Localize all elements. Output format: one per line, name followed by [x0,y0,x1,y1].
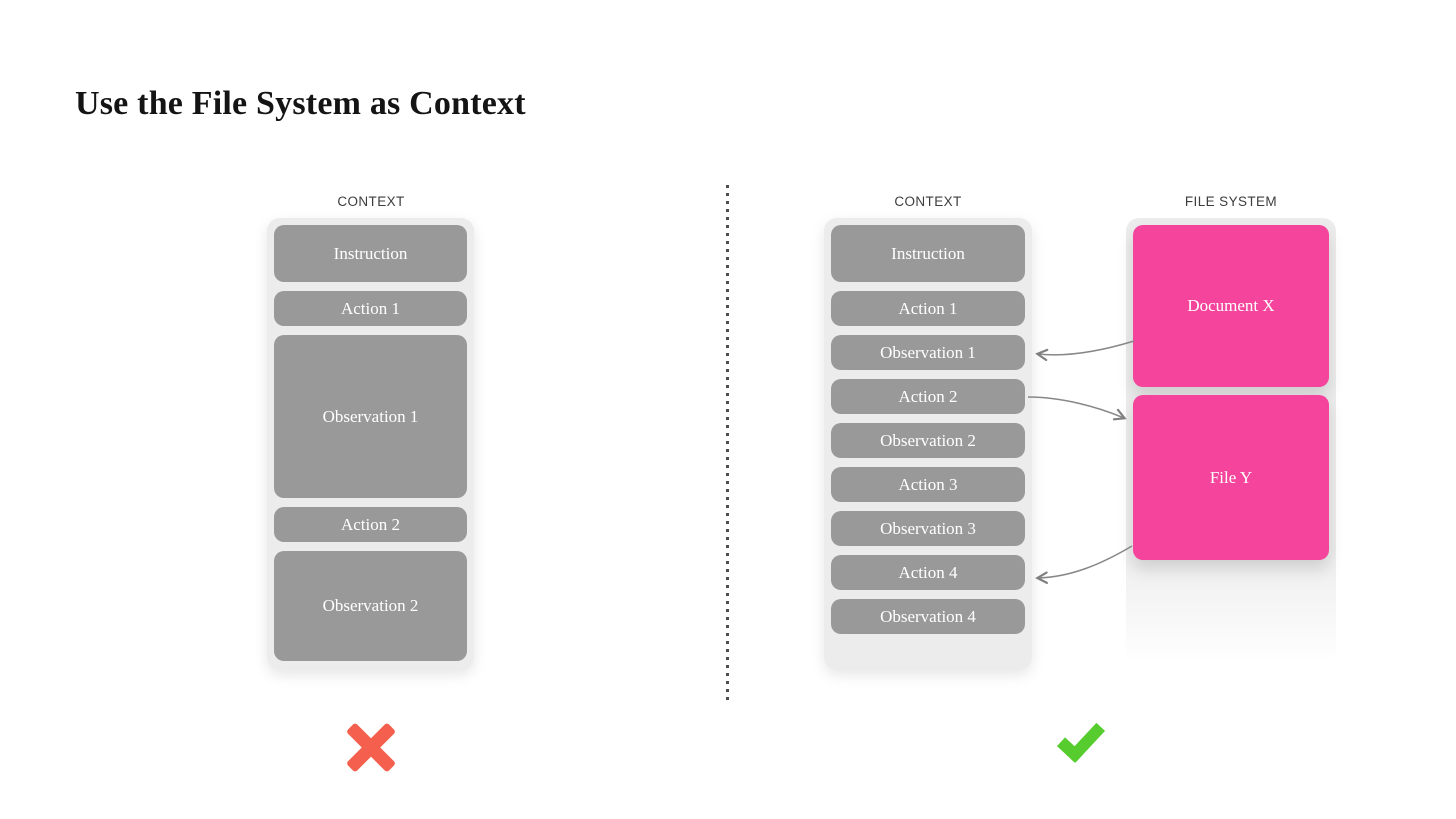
context-box-observation-1: Observation 1 [831,335,1025,370]
context-box-observation-2: Observation 2 [274,551,467,661]
left-context-label: CONTEXT [337,194,405,209]
right-context-panel: Instruction Action 1 Observation 1 Actio… [824,218,1032,670]
context-box-instruction: Instruction [831,225,1025,282]
x-icon [345,721,397,773]
file-system-panel: Document X File Y [1126,218,1336,663]
check-icon [1052,713,1112,770]
left-context-panel: Instruction Action 1 Observation 1 Actio… [267,218,474,670]
check-icon-tick [1056,713,1106,764]
context-box-action-2: Action 2 [831,379,1025,414]
context-box-observation-4: Observation 4 [831,599,1025,634]
context-box-action-3: Action 3 [831,467,1025,502]
arrow-documentx-to-observation1 [1038,340,1135,355]
divider-dotted-line [726,185,729,700]
context-box-action-4: Action 4 [831,555,1025,590]
context-box-instruction: Instruction [274,225,467,282]
arrow-filey-to-action4 [1038,545,1133,578]
context-box-observation-3: Observation 3 [831,511,1025,546]
file-box-file-y: File Y [1133,395,1329,560]
arrow-action2-to-filey [1027,396,1124,418]
context-box-action-2: Action 2 [274,507,467,542]
file-box-document-x: Document X [1133,225,1329,387]
context-box-observation-1: Observation 1 [274,335,467,498]
file-system-label: FILE SYSTEM [1184,194,1278,209]
page-title: Use the File System as Context [75,84,526,122]
context-box-observation-2: Observation 2 [831,423,1025,458]
context-box-action-1: Action 1 [274,291,467,326]
right-context-label: CONTEXT [894,194,962,209]
context-box-action-1: Action 1 [831,291,1025,326]
